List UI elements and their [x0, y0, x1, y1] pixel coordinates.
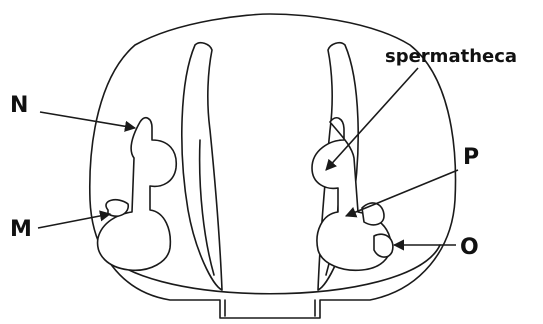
right-terminal-lobe	[374, 234, 393, 257]
leader-n	[40, 112, 135, 128]
left-median-fold-inner	[200, 140, 214, 275]
label-o: O	[460, 235, 479, 260]
leader-p	[346, 170, 458, 216]
label-m: M	[10, 217, 32, 242]
posterior-tab	[225, 300, 315, 316]
label-n: N	[10, 93, 28, 118]
label-p: P	[463, 145, 479, 170]
left-duct-complex	[98, 118, 177, 271]
label-spermatheca: spermatheca	[385, 46, 517, 67]
leader-m	[38, 214, 110, 228]
left-median-fold	[182, 43, 222, 290]
right-accessory-lobe	[362, 203, 384, 225]
